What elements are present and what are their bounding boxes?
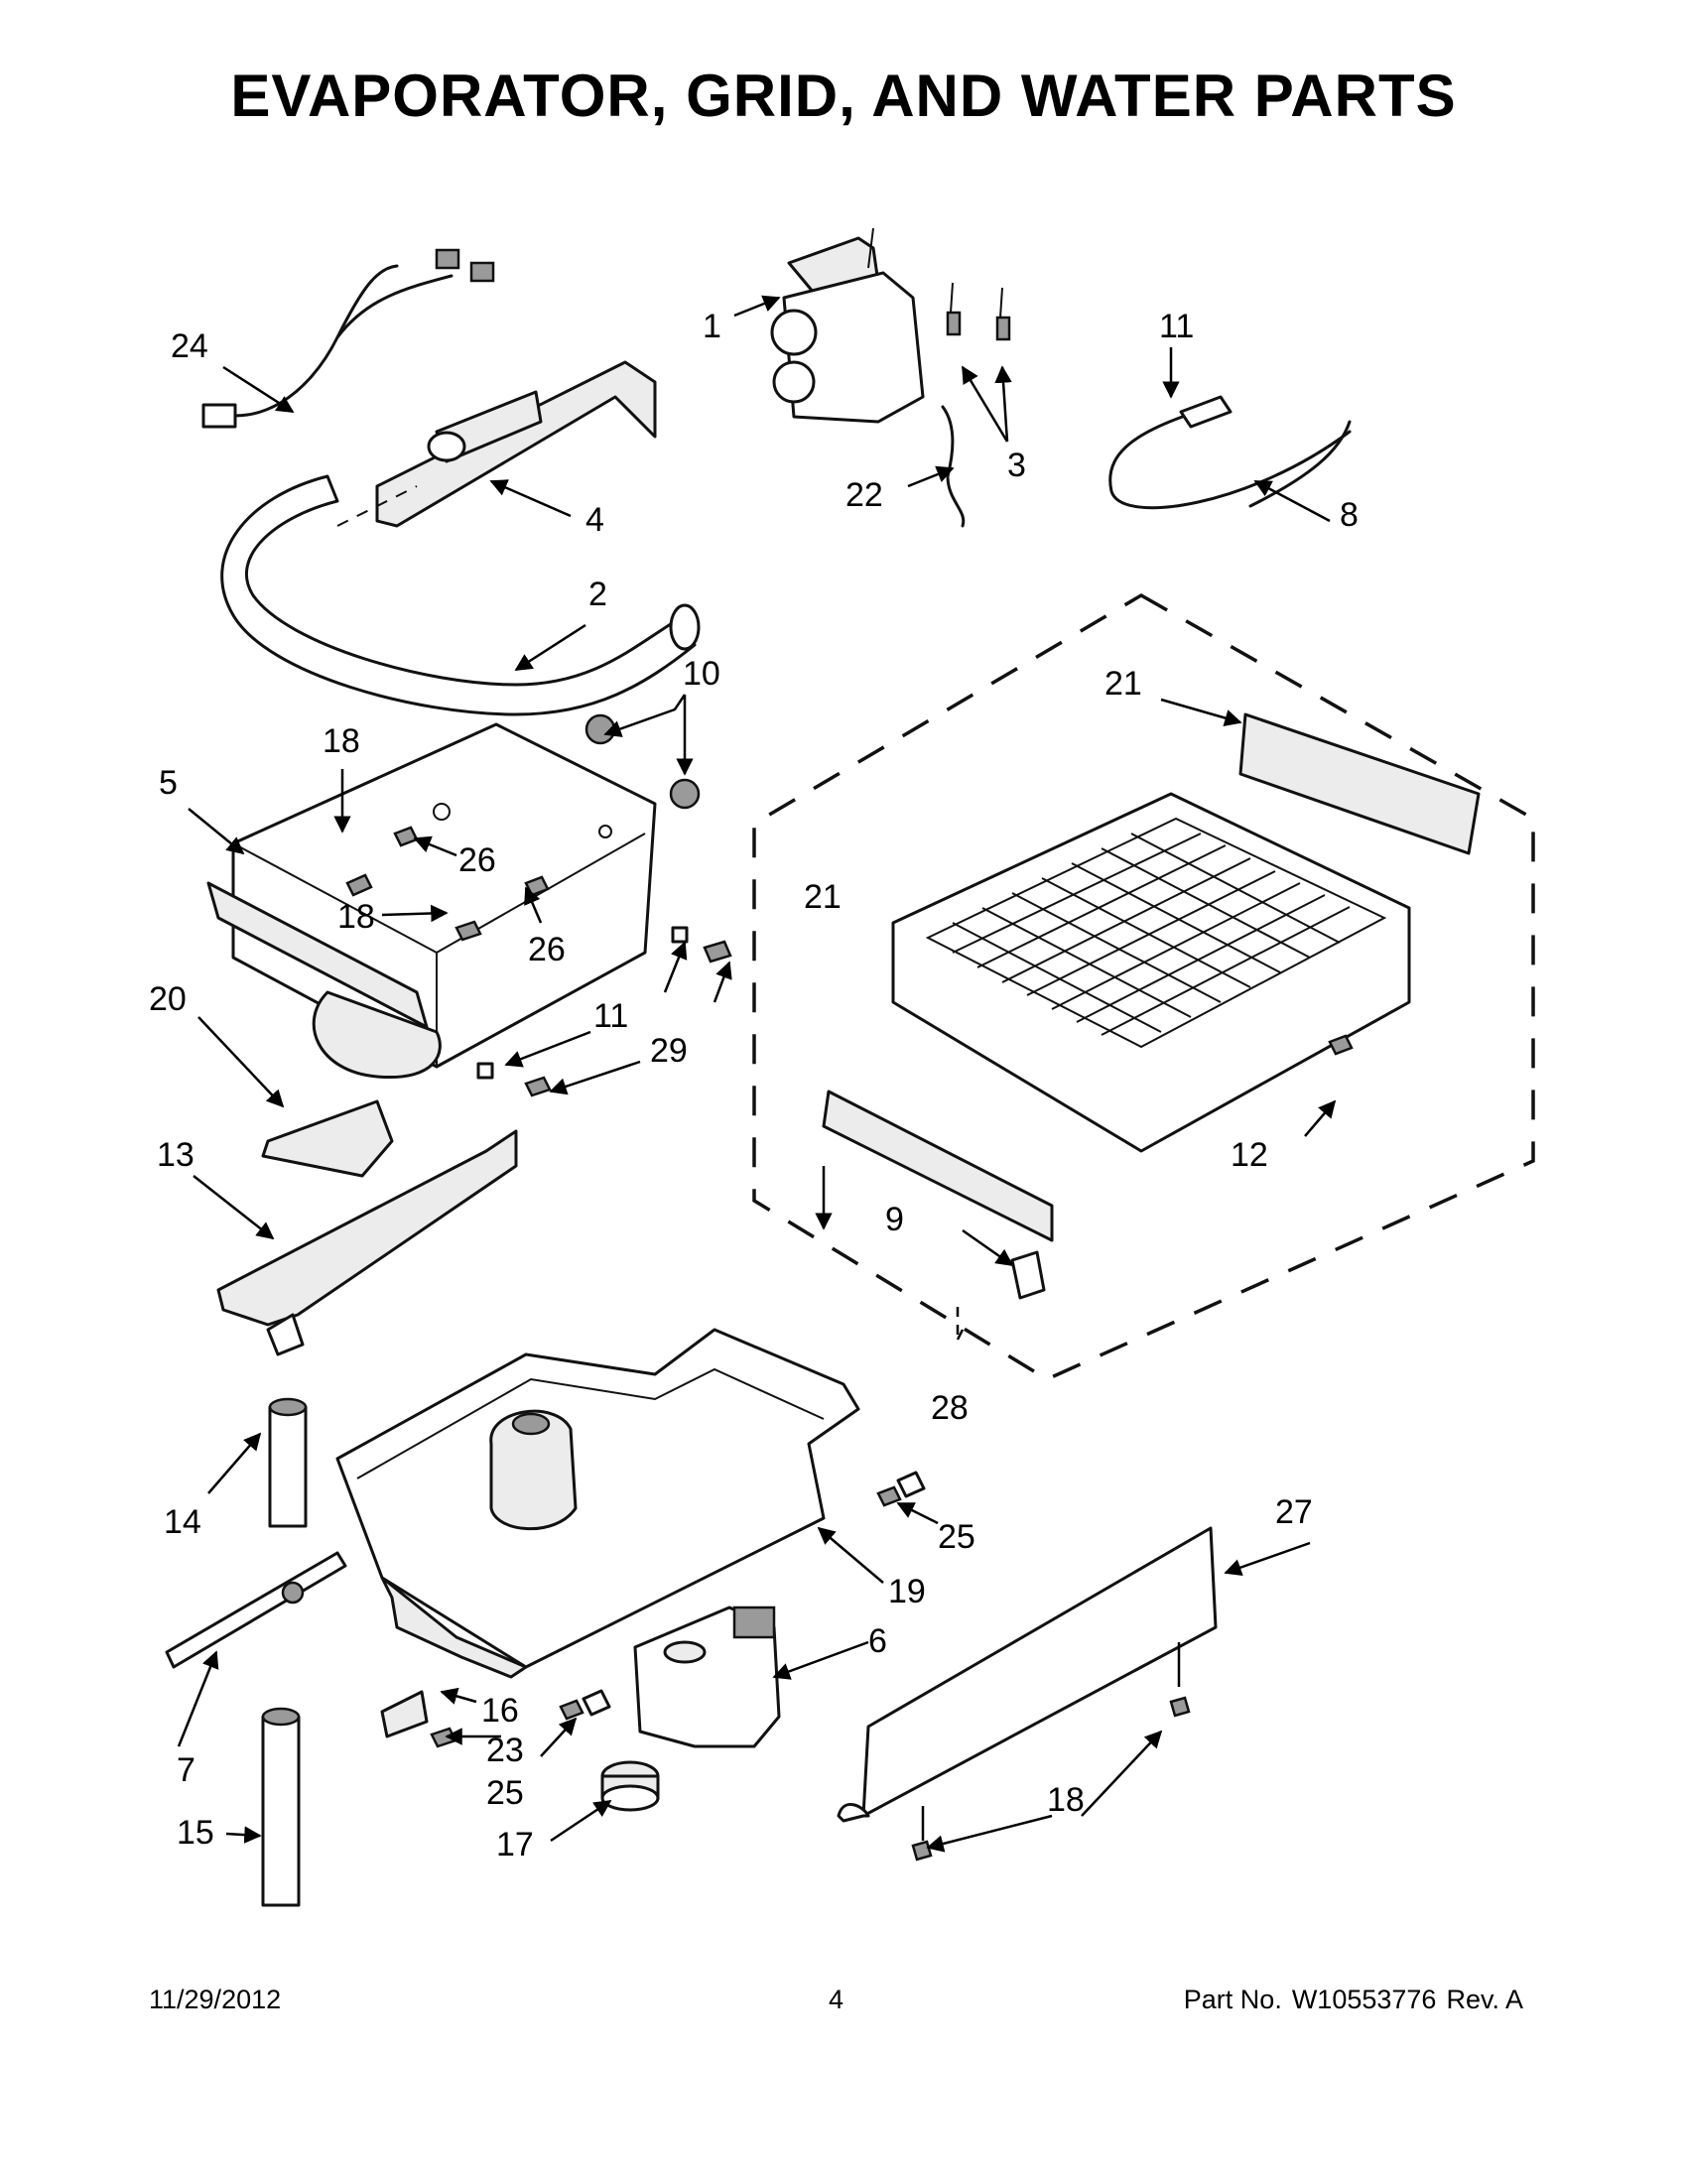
leader-lines xyxy=(177,295,1337,1853)
callout-17: 17 xyxy=(496,1826,534,1863)
water-reservoir xyxy=(335,1328,860,1679)
callout-29: 29 xyxy=(650,1032,688,1070)
callout-28: 28 xyxy=(931,1389,969,1427)
callout-14: 14 xyxy=(164,1503,201,1541)
callout-15: 15 xyxy=(177,1814,214,1852)
callout-26-upper: 26 xyxy=(458,841,496,879)
footer-date: 11/29/2012 xyxy=(149,1985,282,2014)
callout-27: 27 xyxy=(1275,1493,1313,1531)
callout-8: 8 xyxy=(1340,496,1359,534)
callout-21-left: 21 xyxy=(804,878,842,916)
callout-24: 24 xyxy=(171,327,208,365)
bracket-20 xyxy=(261,1099,394,1178)
callout-26-lower: 26 xyxy=(528,931,566,968)
cover-27 xyxy=(837,1526,1218,1862)
callout-20: 20 xyxy=(149,980,187,1018)
callout-11-mid: 11 xyxy=(593,997,628,1035)
evaporator-bracket xyxy=(336,360,657,528)
callout-21-top: 21 xyxy=(1104,665,1142,703)
valve-screws xyxy=(946,282,1011,341)
callout-13: 13 xyxy=(157,1136,195,1174)
heater-wire xyxy=(1108,395,1352,510)
callout-3: 3 xyxy=(1007,447,1026,484)
callout-18-mid: 18 xyxy=(337,898,375,936)
callout-7: 7 xyxy=(177,1751,195,1789)
callout-10: 10 xyxy=(683,655,720,693)
callout-23: 23 xyxy=(486,1732,524,1769)
evaporator-frame xyxy=(206,713,701,1080)
fill-tube-7 xyxy=(165,1551,347,1669)
callout-6: 6 xyxy=(868,1622,887,1660)
footer-part-number: Part No. W10553776 Rev. A xyxy=(1184,1985,1533,2015)
callout-18-upper: 18 xyxy=(323,722,360,760)
water-valve xyxy=(770,227,925,424)
callout-4: 4 xyxy=(585,501,604,539)
tube-14 xyxy=(268,1397,308,1528)
callout-16: 16 xyxy=(481,1692,519,1730)
small-fasteners xyxy=(380,1471,926,1748)
footer-revision: Rev. A xyxy=(1446,1985,1523,2014)
footer-page-number: 4 xyxy=(829,1985,844,2014)
water-pump xyxy=(633,1606,781,1748)
wire-harness xyxy=(201,248,495,429)
callout-2: 2 xyxy=(588,576,607,613)
callout-11-top: 11 xyxy=(1159,308,1194,345)
callout-19: 19 xyxy=(888,1573,926,1610)
footer-part-value: W10553776 xyxy=(1291,1985,1437,2014)
callout-1: 1 xyxy=(703,308,721,345)
nut-17 xyxy=(600,1760,660,1812)
callout-25-right: 25 xyxy=(938,1518,975,1556)
clip-22 xyxy=(941,405,966,528)
water-trough xyxy=(216,1129,518,1356)
ice-grid xyxy=(822,712,1481,1300)
footer-part-label: Part No. xyxy=(1183,1985,1282,2014)
callout-22: 22 xyxy=(845,476,883,514)
callout-25-left: 25 xyxy=(486,1774,524,1812)
callout-18-lower: 18 xyxy=(1047,1781,1085,1819)
tube-15 xyxy=(261,1707,301,1907)
callout-5: 5 xyxy=(159,764,178,802)
evaporator-loop xyxy=(220,474,697,716)
callout-numbers: 24 1 11 3 4 22 8 2 10 21 18 5 26 21 18 2… xyxy=(149,308,1359,1863)
callout-9: 9 xyxy=(885,1201,904,1238)
page-title: EVAPORATOR, GRID, AND WATER PARTS xyxy=(230,63,1457,129)
callout-12: 12 xyxy=(1231,1136,1268,1174)
